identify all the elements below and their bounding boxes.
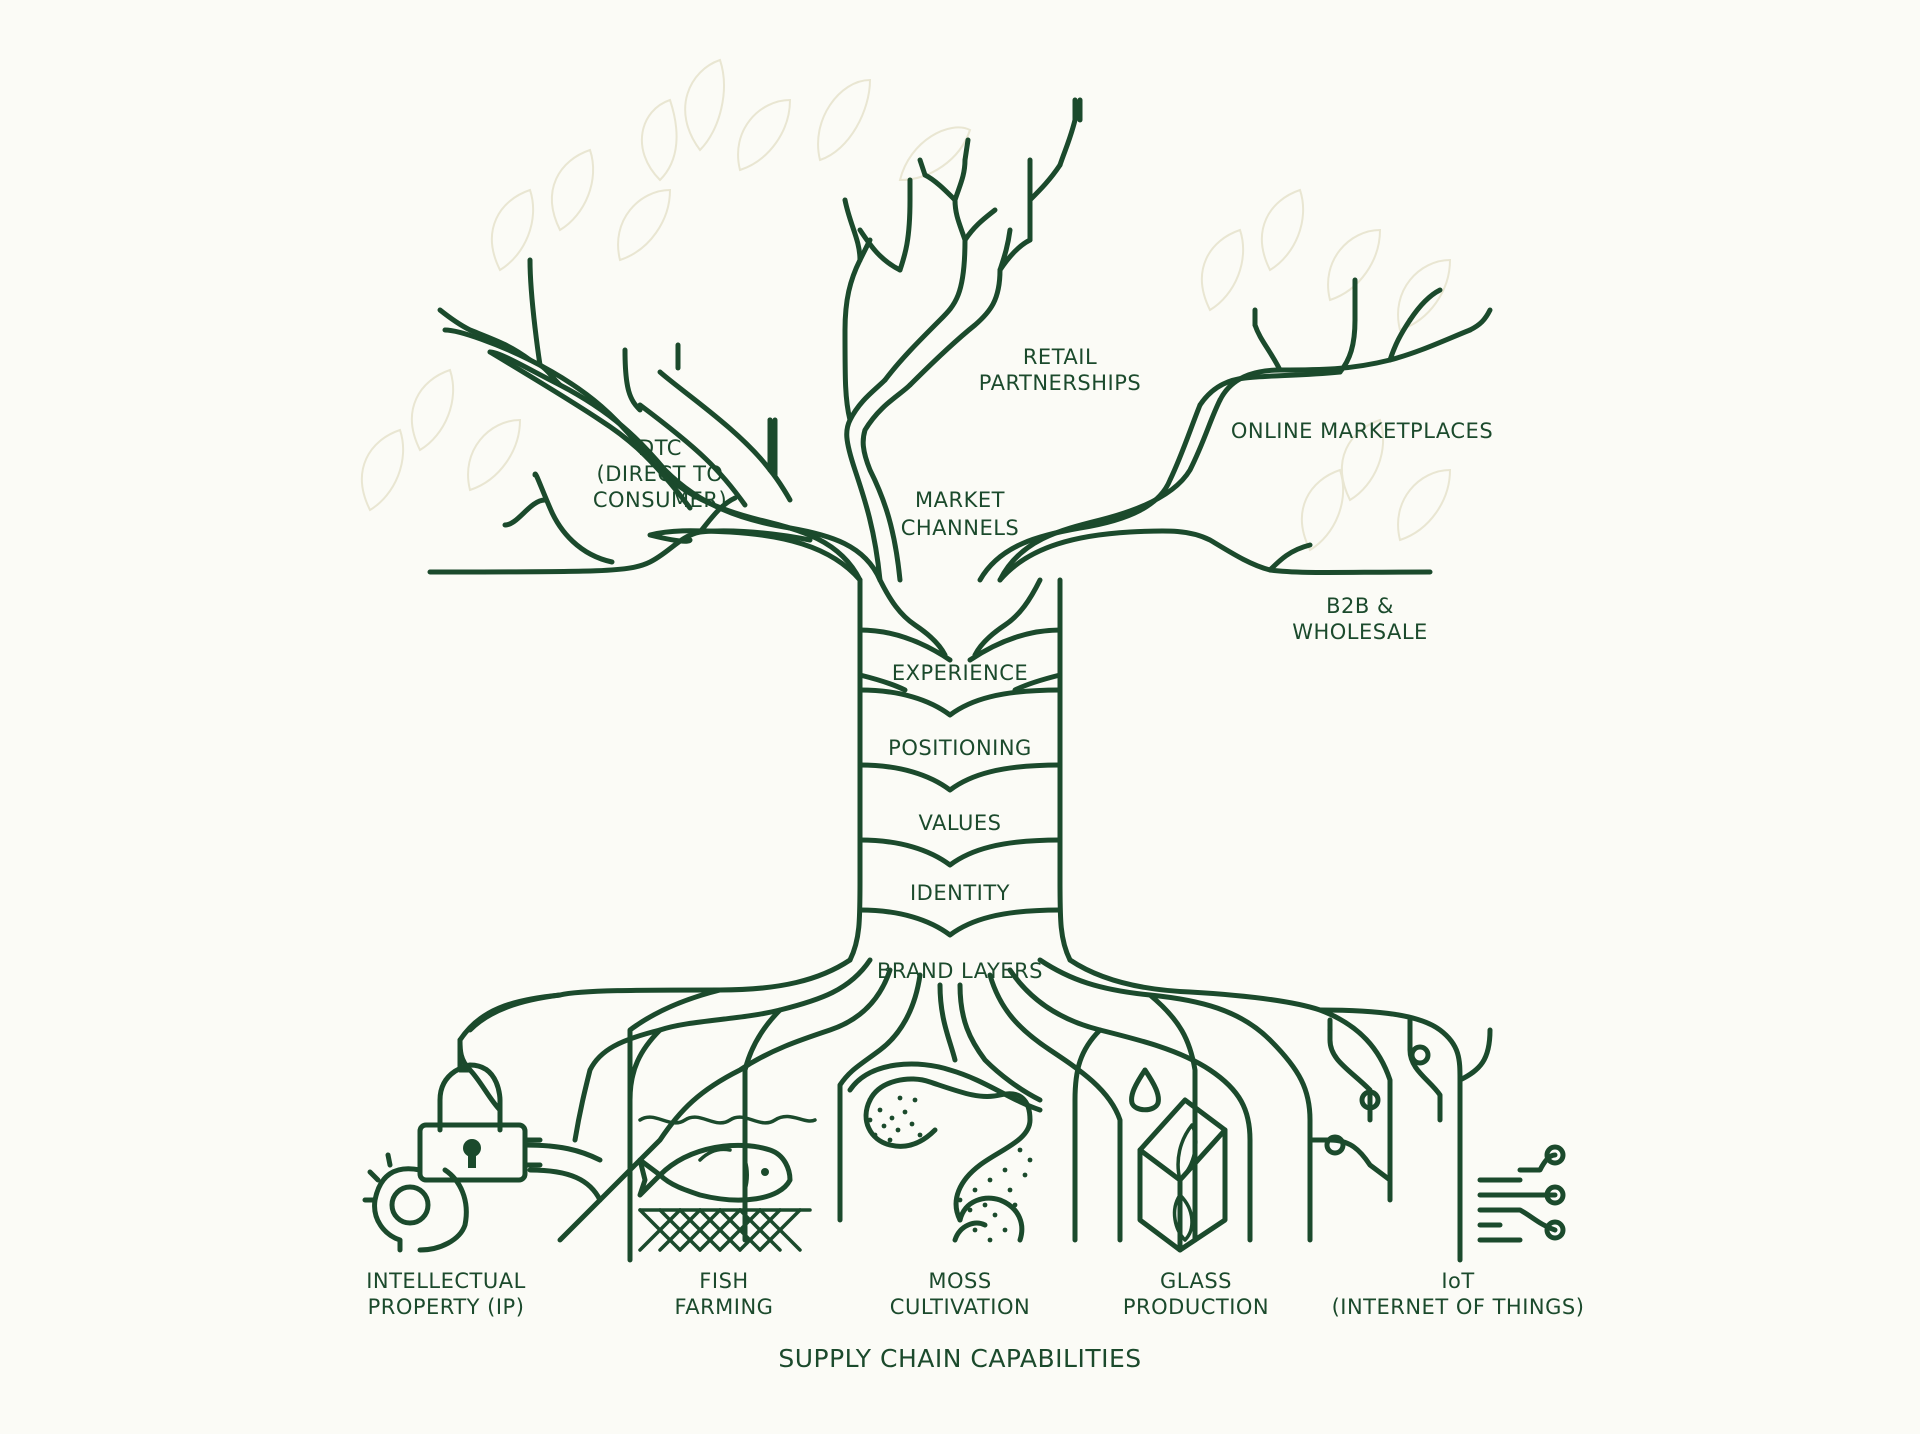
label-dtc-2: (DIRECT TO <box>597 462 724 486</box>
net-icon <box>638 1208 812 1252</box>
fish-icon <box>637 1142 793 1203</box>
branches <box>427 97 1493 583</box>
label-dtc-1: DTC <box>638 436 682 460</box>
layer-values: VALUES <box>918 811 1001 835</box>
leaf-watermarks <box>360 58 1452 552</box>
moss-icon <box>847 1061 1043 1243</box>
label-retail-1: RETAIL <box>1023 345 1097 369</box>
label-iot-2: (INTERNET OF THINGS) <box>1332 1295 1585 1319</box>
branch-labels: MARKET CHANNELS DTC (DIRECT TO CONSUMER)… <box>593 345 1493 644</box>
label-moss-1: MOSS <box>928 1269 991 1293</box>
label-iot-1: IoT <box>1441 1269 1474 1293</box>
label-b2b-2: WHOLESALE <box>1292 620 1428 644</box>
label-moss-2: CULTIVATION <box>890 1295 1030 1319</box>
crystal-cube-icon <box>1137 1097 1228 1253</box>
root-labels: INTELLECTUAL PROPERTY (IP) FISH FARMING … <box>366 1269 1584 1319</box>
gear-icon <box>362 1152 469 1253</box>
trunk-layer-labels: EXPERIENCE POSITIONING VALUES IDENTITY B… <box>877 661 1043 983</box>
label-glass-1: GLASS <box>1160 1269 1232 1293</box>
label-ip-2: PROPERTY (IP) <box>368 1295 525 1319</box>
label-center-2: CHANNELS <box>901 516 1020 540</box>
padlock-icon <box>417 1062 543 1183</box>
ip-circuit-lines <box>457 1067 603 1203</box>
footer-title: SUPPLY CHAIN CAPABILITIES <box>778 1344 1141 1373</box>
layer-identity: IDENTITY <box>910 881 1010 905</box>
label-fish-1: FISH <box>699 1269 748 1293</box>
label-dtc-3: CONSUMER) <box>593 488 727 512</box>
label-glass-2: PRODUCTION <box>1123 1295 1269 1319</box>
layer-positioning: POSITIONING <box>888 736 1032 760</box>
label-fish-2: FARMING <box>675 1295 774 1319</box>
layer-experience: EXPERIENCE <box>892 661 1028 685</box>
droplet-icon <box>1129 1067 1161 1113</box>
trunk <box>847 577 1073 963</box>
label-center-1: MARKET <box>915 488 1005 512</box>
label-retail-2: PARTNERSHIPS <box>979 371 1141 395</box>
label-online: ONLINE MARKETPLACES <box>1231 419 1493 443</box>
layer-brand-layers: BRAND LAYERS <box>877 959 1043 983</box>
roots <box>457 957 1463 1263</box>
label-ip-1: INTELLECTUAL <box>366 1269 526 1293</box>
label-b2b-1: B2B & <box>1326 594 1394 618</box>
waves-icon <box>638 1114 817 1125</box>
circuit-icon <box>1307 1017 1566 1263</box>
